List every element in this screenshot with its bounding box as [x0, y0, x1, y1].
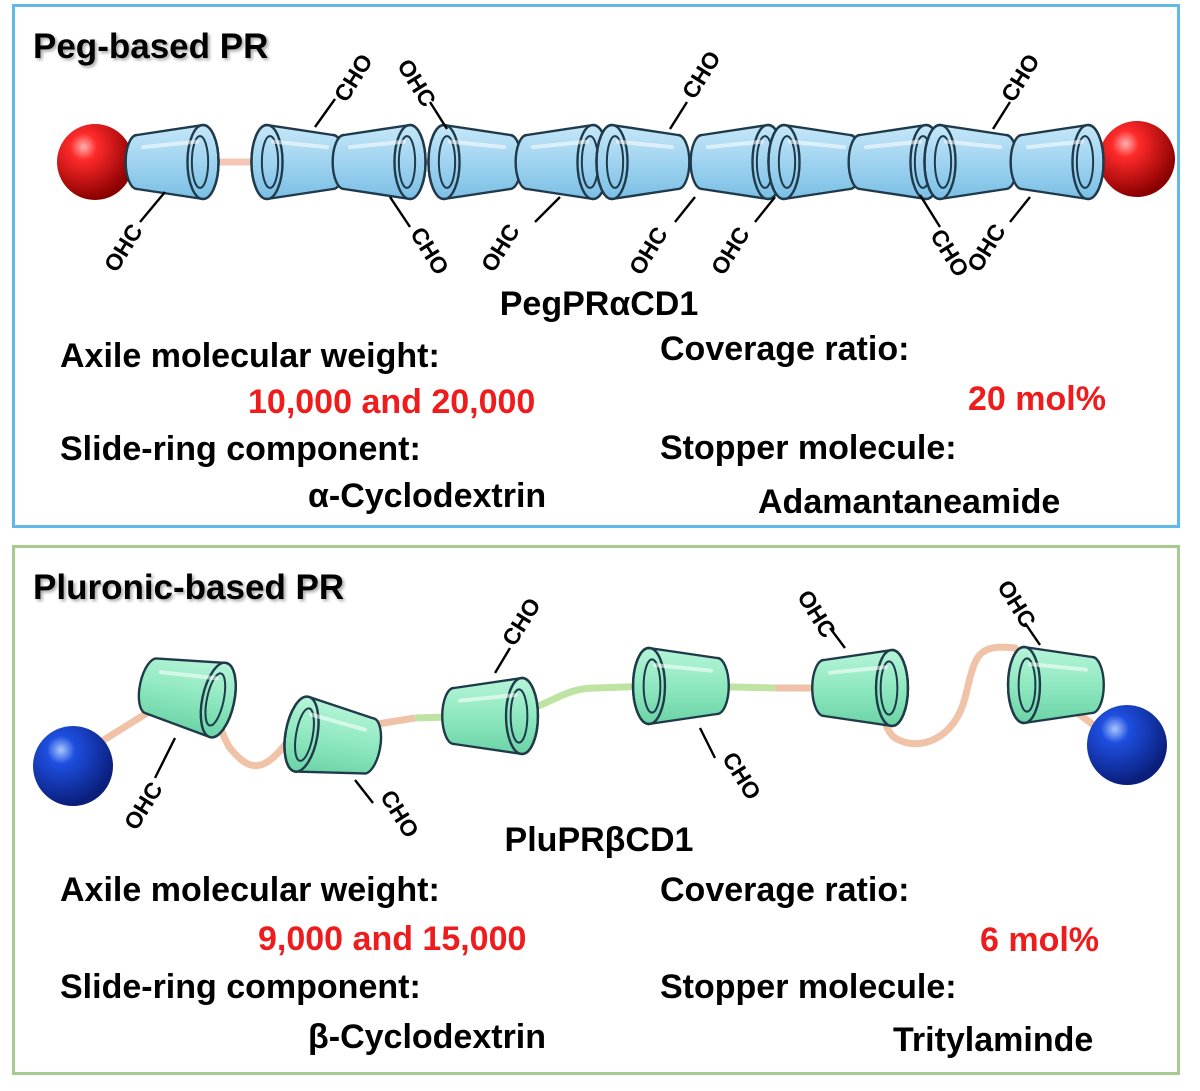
peg-group-cho-bond [314, 98, 336, 128]
pluronic-cyclodextrin-ring [283, 695, 383, 775]
pluronic-cyclodextrin-ring [811, 648, 910, 728]
pluronic-molecule-name: PluPRβCD1 [504, 821, 694, 859]
pluronic-stopper-left [33, 726, 113, 806]
pluronic-axile-value: 9,000 and 15,000 [258, 920, 527, 958]
peg-cyclodextrin-ring [1009, 123, 1105, 201]
pluronic-coverage-value: 6 mol% [980, 921, 1100, 959]
pluronic-coverage-label: Coverage ratio: [660, 871, 910, 909]
pluronic-group-cho: CHO [717, 747, 766, 804]
peg-group-ohc: OHC [99, 219, 148, 276]
peg-axile-value: 10,000 and 20,000 [248, 383, 536, 421]
peg-stopper-label: Stopper molecule: [660, 429, 957, 467]
pluronic-group-ohc-bond [153, 737, 177, 779]
peg-group-ohc-bond [534, 196, 561, 223]
peg-panel-title: Peg-based PR [33, 27, 269, 66]
peg-cyclodextrin-ring [427, 123, 523, 201]
pluronic-stopper-right [1087, 705, 1167, 785]
peg-cyclodextrin-ring [923, 123, 1019, 201]
peg-axile-label: Axile molecular weight: [60, 337, 440, 375]
peg-molecule-name: PegPRαCD1 [499, 285, 699, 323]
pluronic-axile-label: Axile molecular weight: [60, 871, 440, 909]
pluronic-group-cho-bond [493, 647, 512, 674]
peg-cyclodextrin-ring [595, 123, 691, 201]
peg-coverage-label: Coverage ratio: [660, 330, 910, 368]
peg-group-cho: CHO [996, 49, 1045, 106]
peg-stopper-left [57, 124, 133, 200]
peg-group-cho-bond [991, 101, 1012, 130]
pluronic-panel-title: Pluronic-based PR [33, 568, 345, 607]
pluronic-group-ohc-bond [829, 627, 846, 649]
peg-cyclodextrin-ring [767, 123, 863, 201]
pluronic-cyclodextrin-ring [137, 657, 237, 739]
peg-slide-value: α-Cyclodextrin [308, 477, 547, 515]
pluronic-group-ohc-bond [1024, 622, 1041, 646]
pluronic-cyclodextrin-ring [441, 676, 540, 756]
peg-group-cho-bond [389, 196, 411, 228]
peg-cyclodextrin-ring [514, 123, 610, 201]
peg-group-cho: CHO [677, 46, 726, 103]
peg-group-ohc: OHC [392, 54, 441, 111]
peg-coverage-value: 20 mol% [968, 380, 1106, 418]
peg-stopper-right [1099, 121, 1175, 197]
peg-group-ohc: OHC [962, 219, 1011, 276]
pluronic-group-cho: CHO [497, 593, 546, 650]
peg-group-ohc: OHC [476, 219, 525, 276]
peg-group-cho-bond [918, 194, 942, 228]
pluronic-cyclodextrin-ring [631, 646, 730, 726]
peg-stopper-value: Adamantaneamide [758, 483, 1061, 521]
pluronic-group-cho-bond [698, 727, 717, 759]
pluronic-group-ohc: OHC [992, 575, 1041, 632]
pluronic-cyclodextrin-ring [1006, 645, 1105, 725]
peg-cyclodextrin-ring [847, 123, 943, 201]
peg-group-ohc-bond [1009, 196, 1031, 223]
pluronic-slide-label: Slide-ring component: [60, 968, 421, 1006]
pluronic-group-cho-bond [354, 779, 374, 804]
peg-group-ohc-bond [139, 191, 166, 223]
pluronic-stopper-value: Tritylaminde [893, 1021, 1094, 1059]
pluronic-stopper-label: Stopper molecule: [660, 968, 957, 1006]
peg-group-ohc-bond [428, 101, 449, 130]
peg-cyclodextrin-ring [331, 123, 427, 201]
peg-group-cho-bond [668, 101, 689, 130]
peg-slide-label: Slide-ring component: [60, 430, 421, 468]
pluronic-slide-value: β-Cyclodextrin [308, 1018, 547, 1056]
peg-cyclodextrin-ring [124, 123, 220, 201]
peg-group-cho: CHO [405, 222, 454, 279]
peg-cyclodextrin-ring [250, 123, 346, 201]
peg-group-ohc-bond [754, 196, 776, 223]
peg-group-ohc-bond [674, 196, 696, 223]
peg-group-cho: CHO [329, 49, 378, 106]
peg-group-ohc: OHC [706, 222, 755, 279]
peg-group-ohc: OHC [624, 222, 673, 279]
